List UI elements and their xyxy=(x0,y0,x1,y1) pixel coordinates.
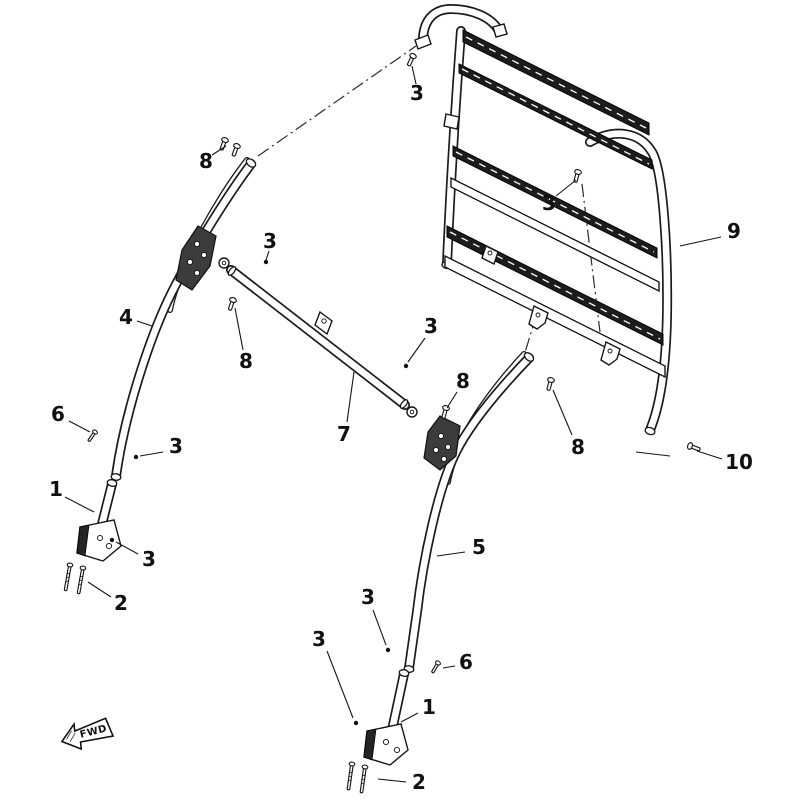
callout-label: 6 xyxy=(459,650,473,674)
tube-end-cap xyxy=(644,426,656,436)
mount-bolt-part2 xyxy=(62,562,74,592)
fastener-dot xyxy=(353,720,359,726)
mount-bolt-part2 xyxy=(75,565,87,595)
callout-label: 3 xyxy=(142,547,156,571)
callout-label: 10 xyxy=(725,450,753,474)
left-front-pillar xyxy=(110,157,257,481)
callout-label: 3 xyxy=(542,191,556,215)
callout-label: 7 xyxy=(337,422,351,446)
crossbar xyxy=(218,257,418,418)
callout-label: 9 xyxy=(727,219,741,243)
ground-tick xyxy=(635,451,671,457)
callout-label: 8 xyxy=(456,369,470,393)
alignment-line-top xyxy=(257,45,417,157)
tube-end-cap xyxy=(245,158,257,168)
fwd-direction-marker: FWD xyxy=(60,717,115,751)
tube-clamp xyxy=(443,113,460,130)
right-front-pillar xyxy=(403,351,535,673)
mount-bolt-part2 xyxy=(358,764,369,794)
bolt-part8 xyxy=(544,376,556,392)
fastener-dot xyxy=(385,647,391,653)
left-lower-mount xyxy=(62,479,122,595)
callout-label: 8 xyxy=(199,149,213,173)
bolt-part8 xyxy=(439,404,451,420)
rear-frame-assembly xyxy=(414,3,673,457)
top-tube-clamp xyxy=(414,34,432,50)
callout-labels: 3 8 3 3 9 4 8 3 7 8 6 3 8 10 1 3 5 2 3 3… xyxy=(49,81,753,794)
callout-label: 2 xyxy=(114,591,128,615)
rail-bracket xyxy=(481,245,499,265)
callout-label: 4 xyxy=(119,305,133,329)
callout-label: 5 xyxy=(472,535,486,559)
pillar-gusset-plate xyxy=(175,225,217,291)
mount-bolt-part2 xyxy=(345,761,356,791)
bolt-part8 xyxy=(217,136,230,152)
callout-label: 6 xyxy=(51,402,65,426)
callout-label: 1 xyxy=(422,695,436,719)
fastener-dot xyxy=(133,454,139,460)
callout-label: 3 xyxy=(312,627,326,651)
callout-label: 8 xyxy=(571,435,585,459)
tube-end-cap xyxy=(106,479,118,487)
callout-label: 3 xyxy=(361,585,375,609)
pillar-tube-part4 xyxy=(111,159,256,481)
rail-bracket xyxy=(600,340,621,366)
callout-label: 1 xyxy=(49,477,63,501)
leader-lines xyxy=(64,65,723,783)
fastener-dot xyxy=(109,537,115,543)
callout-label: 3 xyxy=(169,434,183,458)
tube-end-cap xyxy=(523,352,535,362)
callout-label: 8 xyxy=(239,349,253,373)
callout-label: 3 xyxy=(424,314,438,338)
callout-label: 3 xyxy=(263,229,277,253)
fasteners xyxy=(86,51,702,726)
pillar-gusset-plate xyxy=(423,415,461,471)
bed-rail-outline xyxy=(450,176,660,293)
tube-end-cap xyxy=(398,669,410,677)
fwd-arrow-icon xyxy=(60,717,115,751)
tube-end-cap xyxy=(399,399,409,409)
callout-label: 2 xyxy=(412,770,426,794)
rail-bracket xyxy=(528,304,549,330)
top-tube-clamp xyxy=(492,23,508,38)
bolt-part3 xyxy=(571,168,583,184)
callout-label: 3 xyxy=(410,81,424,105)
tube-end-cap xyxy=(227,266,237,276)
screw-part6 xyxy=(429,659,442,675)
bolt-part3 xyxy=(404,51,418,68)
pillar-tube-part5 xyxy=(404,353,534,673)
bed-rail xyxy=(462,29,650,136)
tube-end-cap xyxy=(110,473,122,481)
fastener-dot xyxy=(403,363,409,369)
bolt-part8 xyxy=(229,142,242,158)
fastener-dot xyxy=(263,259,269,265)
right-lower-mount xyxy=(345,669,410,794)
